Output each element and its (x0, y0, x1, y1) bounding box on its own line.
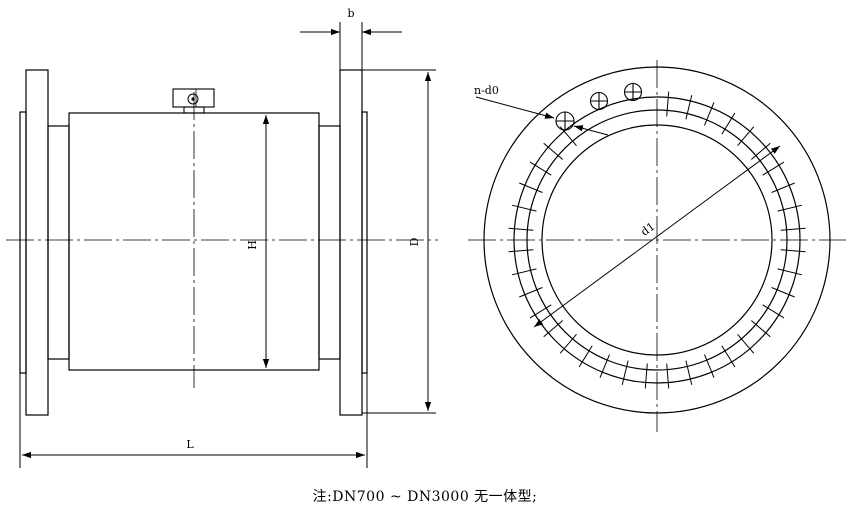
right-flange-face (361, 111, 368, 374)
label-b: b (347, 7, 354, 20)
label-D: D (408, 237, 421, 246)
bolt-hole-mark (543, 142, 564, 160)
bolt-hole-icon (623, 82, 643, 102)
bolt-hole-mark (704, 102, 715, 126)
bolt-circle-inner (526, 109, 788, 371)
bolt-hole-mark (750, 142, 771, 160)
bolt-hole-mark (737, 126, 755, 147)
bolt-hole-mark (511, 204, 537, 212)
right-flange (339, 69, 363, 416)
bolt-hole-mark (721, 112, 736, 135)
bolt-hole-mark (543, 320, 564, 338)
side-view (6, 69, 438, 416)
bolt-holes (555, 82, 643, 131)
bolt-hole-icon (555, 111, 575, 131)
bolt-hole-mark (621, 360, 629, 386)
bolt-circle-outer (513, 96, 801, 384)
bolt-hole-mark (721, 345, 736, 368)
bolt-hole-mark (780, 249, 806, 253)
end-view (468, 60, 846, 432)
bolt-hole-mark (666, 91, 670, 117)
flange-outer-circle (483, 66, 831, 414)
right-neck (318, 125, 341, 360)
label-H: H (246, 240, 259, 250)
bolt-hole-mark (578, 345, 593, 368)
bolt-hole-mark (685, 94, 693, 120)
bolt-hole-mark (599, 354, 610, 378)
bolt-hole-mark (666, 363, 670, 389)
bolt-hole-mark (508, 227, 534, 231)
left-flange-face (19, 111, 27, 374)
bolt-circle-dimension (533, 145, 781, 328)
overall-length-dimension (19, 373, 368, 468)
bolt-hole-icon (589, 91, 609, 111)
left-flange (25, 69, 49, 416)
flange-thickness-dimension (300, 22, 402, 70)
left-neck (47, 125, 70, 360)
bolt-hole-mark (704, 354, 715, 378)
drawing-caption: 注:DN700 ~ DN3000 无一体型; (312, 489, 538, 505)
bolt-hole-mark (780, 227, 806, 231)
bolt-hole-mark (685, 360, 693, 386)
bolt-hole-mark (777, 268, 803, 276)
label-n-d0: n-d0 (474, 84, 499, 97)
bolt-hole-mark (777, 204, 803, 212)
bolt-hole-mark (737, 333, 755, 354)
junction-box-stem (183, 106, 205, 114)
bolt-hole-mark (750, 320, 771, 338)
junction-box-screw-icon (187, 93, 199, 105)
bolt-hole-mark (511, 268, 537, 276)
bolt-hole-leader (475, 96, 609, 136)
bolt-hole-mark (644, 363, 648, 389)
label-L: L (186, 438, 194, 451)
bolt-hole-mark (508, 249, 534, 253)
label-d1: d1 (638, 220, 657, 239)
technical-drawing: H D L b (6, 7, 846, 468)
flange-diameter-dimension (340, 69, 436, 414)
bolt-hole-mark (559, 333, 577, 354)
